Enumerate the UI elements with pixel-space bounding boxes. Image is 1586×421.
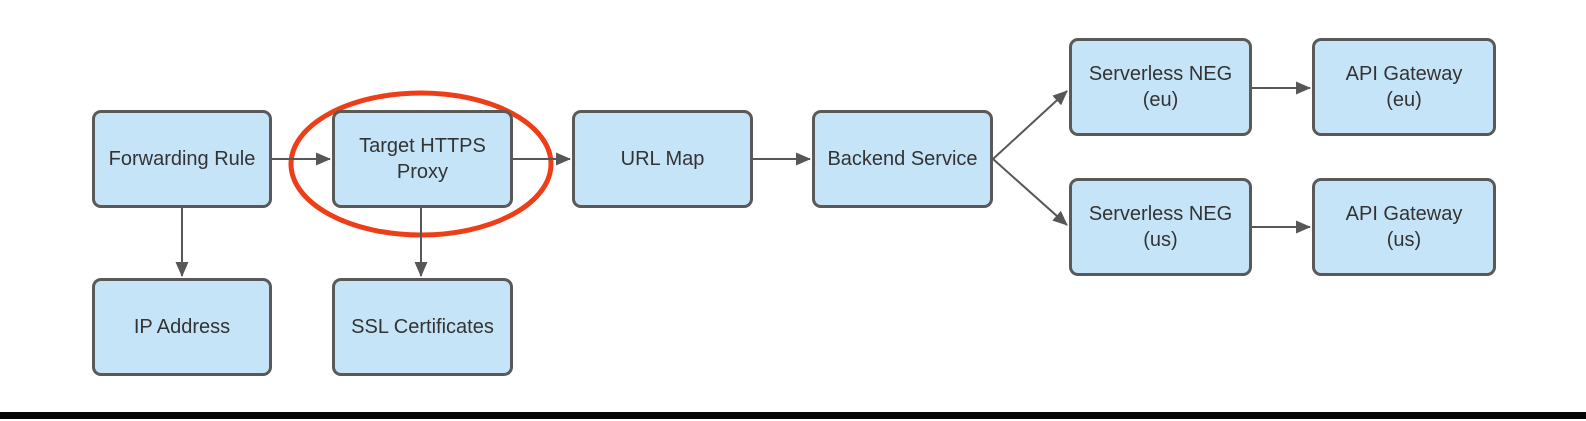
node-backend-service: Backend Service [812, 110, 993, 208]
node-ip-address: IP Address [92, 278, 272, 376]
arrow-backend-service-to-serverless-neg-us [992, 158, 1068, 226]
node-serverless-neg-us: Serverless NEG (us) [1069, 178, 1252, 276]
node-target-https-proxy: Target HTTPS Proxy [332, 110, 513, 208]
node-url-map: URL Map [572, 110, 753, 208]
node-serverless-neg-eu: Serverless NEG (eu) [1069, 38, 1252, 136]
node-ssl-certificates: SSL Certificates [332, 278, 513, 376]
node-api-gateway-eu: API Gateway (eu) [1312, 38, 1496, 136]
arrow-backend-service-to-serverless-neg-eu [992, 90, 1068, 160]
bottom-border-bar [0, 412, 1586, 419]
node-api-gateway-us: API Gateway (us) [1312, 178, 1496, 276]
node-forwarding-rule: Forwarding Rule [92, 110, 272, 208]
